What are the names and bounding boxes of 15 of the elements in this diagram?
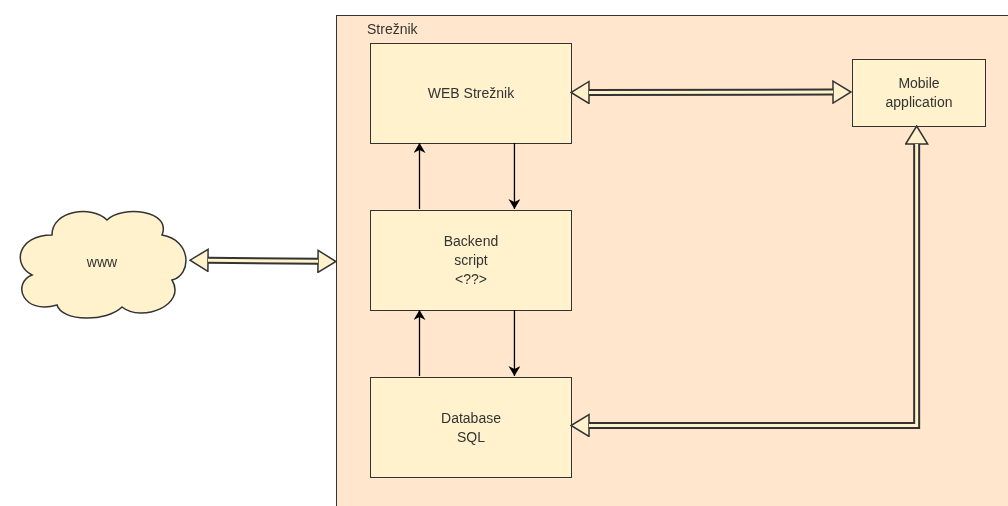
process-box	[370, 377, 572, 478]
server-container	[336, 15, 1008, 506]
arrow	[413, 142, 426, 210]
process-box	[370, 43, 572, 144]
container-title: Strežnik	[367, 20, 418, 39]
process-box	[852, 59, 986, 127]
arrow	[508, 309, 521, 377]
node-label: www	[86, 253, 118, 272]
process-box	[370, 210, 572, 311]
node-label: Database SQL	[440, 408, 502, 447]
arrow	[508, 142, 521, 210]
node-label: Backend script <??>	[442, 232, 500, 289]
arrow	[413, 309, 426, 377]
node-label: Mobile application	[884, 74, 954, 112]
node-label: WEB Strežnik	[427, 84, 515, 103]
